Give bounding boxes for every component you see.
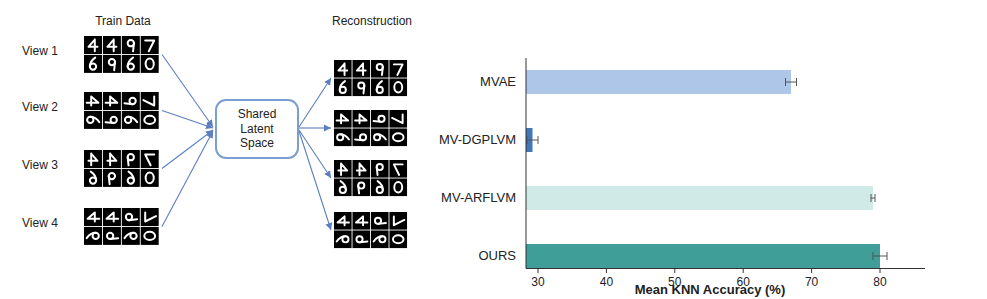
tick-label: 40 xyxy=(600,276,613,290)
bar-label: OURS xyxy=(478,249,516,264)
bar-label: MV-ARFLVM xyxy=(441,191,516,206)
bar-label: MV-DGPLVM xyxy=(439,133,516,148)
tick-label: 30 xyxy=(531,276,544,290)
panel-title: Reconstruction xyxy=(332,15,412,29)
view-label: View 2 xyxy=(22,101,58,115)
view-label: View 3 xyxy=(22,159,58,173)
reconstruction-images xyxy=(334,60,407,248)
flow-arrows xyxy=(162,55,331,231)
panel-title: Train Data xyxy=(95,15,151,29)
bar-chart xyxy=(526,58,925,273)
tick-label: 70 xyxy=(805,276,818,290)
view-label: View 1 xyxy=(22,45,58,59)
latent-space-box: Shared Latent Space xyxy=(215,99,299,158)
box-text: Shared Latent Space xyxy=(225,107,289,150)
axis-title: Mean KNN Accuracy (%) xyxy=(635,283,786,298)
bar-label: MVAE xyxy=(480,75,516,90)
train-images xyxy=(84,36,159,245)
tick-label: 80 xyxy=(873,276,886,290)
view-label: View 4 xyxy=(22,217,58,231)
